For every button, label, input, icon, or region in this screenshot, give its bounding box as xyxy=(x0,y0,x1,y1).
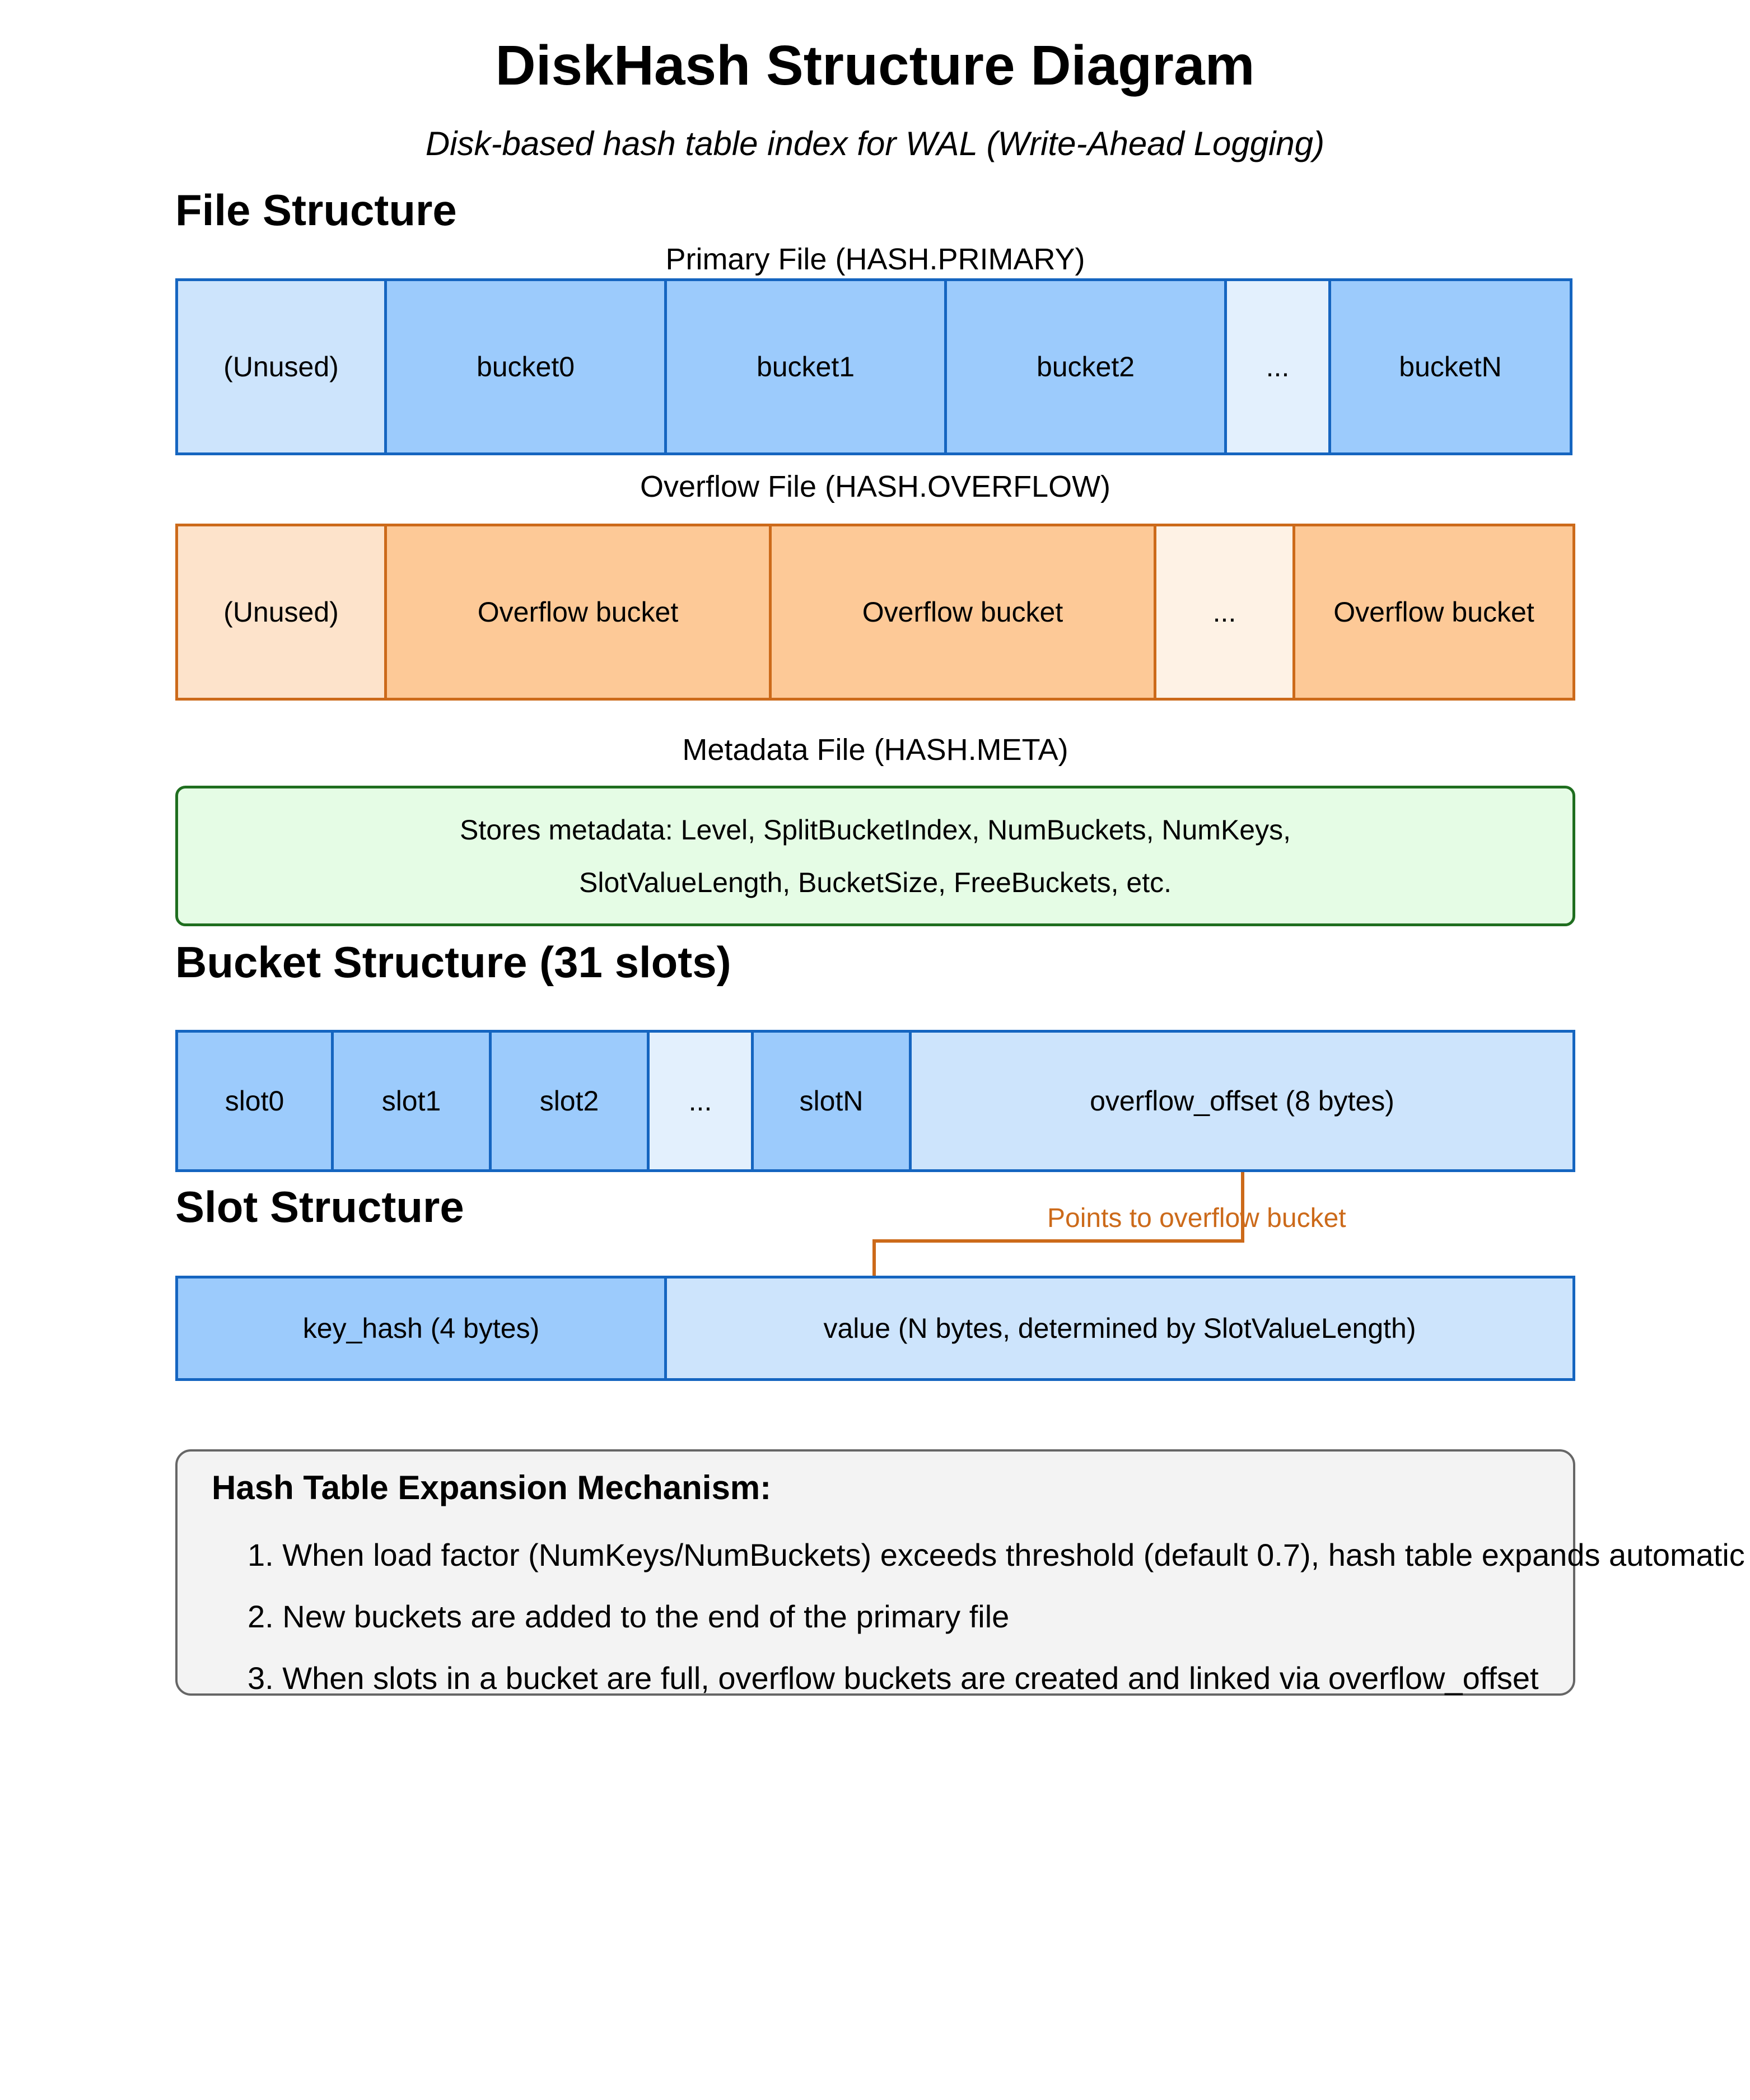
primary-cell-bucketN: bucketN xyxy=(1328,278,1572,455)
diagram-title: DiskHash Structure Diagram xyxy=(495,34,1255,97)
primary-file-caption: Primary File (HASH.PRIMARY) xyxy=(665,242,1085,276)
slot-row: key_hash (4 bytes) value (N bytes, deter… xyxy=(175,1276,1575,1381)
expansion-heading: Hash Table Expansion Mechanism: xyxy=(212,1469,772,1506)
expansion-item-3: 3. When slots in a bucket are full, over… xyxy=(248,1660,1539,1696)
slot-cell-key-hash: key_hash (4 bytes) xyxy=(175,1276,667,1381)
overflow-cell-bucket-n: Overflow bucket xyxy=(1292,524,1575,701)
primary-cell-bucket2: bucket2 xyxy=(944,278,1227,455)
overflow-file-caption: Overflow File (HASH.OVERFLOW) xyxy=(640,470,1111,503)
metadata-file-caption: Metadata File (HASH.META) xyxy=(682,733,1068,767)
slot-cell-value: value (N bytes, determined by SlotValueL… xyxy=(664,1276,1575,1381)
overflow-cell-ellipsis: ... xyxy=(1154,524,1295,701)
bucket-cell-slot0: slot0 xyxy=(175,1030,334,1172)
bucket-row: slot0 slot1 slot2 ... slotN overflow_off… xyxy=(175,1030,1575,1172)
primary-cell-unused: (Unused) xyxy=(175,278,387,455)
bucket-cell-slot2: slot2 xyxy=(489,1030,650,1172)
bucket-cell-slotN: slotN xyxy=(751,1030,912,1172)
overflow-cell-bucket-2: Overflow bucket xyxy=(769,524,1156,701)
bucket-cell-overflow-offset: overflow_offset (8 bytes) xyxy=(909,1030,1575,1172)
primary-file-row: (Unused) bucket0 bucket1 bucket2 ... buc… xyxy=(175,278,1575,455)
expansion-note-box: Hash Table Expansion Mechanism: 1. When … xyxy=(175,1449,1745,1696)
expansion-item-1: 1. When load factor (NumKeys/NumBuckets)… xyxy=(248,1537,1745,1572)
bucket-cell-slot1: slot1 xyxy=(331,1030,492,1172)
overflow-pointer-label: Points to overflow bucket xyxy=(1047,1203,1346,1233)
overflow-file-row: (Unused) Overflow bucket Overflow bucket… xyxy=(175,524,1575,701)
overflow-cell-unused: (Unused) xyxy=(175,524,387,701)
file-structure-heading: File Structure xyxy=(175,185,457,235)
expansion-item-2: 2. New buckets are added to the end of t… xyxy=(248,1599,1010,1634)
metadata-box: Stores metadata: Level, SplitBucketIndex… xyxy=(175,786,1575,926)
overflow-cell-bucket-1: Overflow bucket xyxy=(384,524,772,701)
slot-structure-heading: Slot Structure xyxy=(175,1182,464,1231)
metadata-line-2: SlotValueLength, BucketSize, FreeBuckets… xyxy=(579,866,1172,898)
metadata-line-1: Stores metadata: Level, SplitBucketIndex… xyxy=(459,814,1291,846)
bucket-structure-heading: Bucket Structure (31 slots) xyxy=(175,937,731,987)
diagram-subtitle: Disk-based hash table index for WAL (Wri… xyxy=(425,125,1325,162)
